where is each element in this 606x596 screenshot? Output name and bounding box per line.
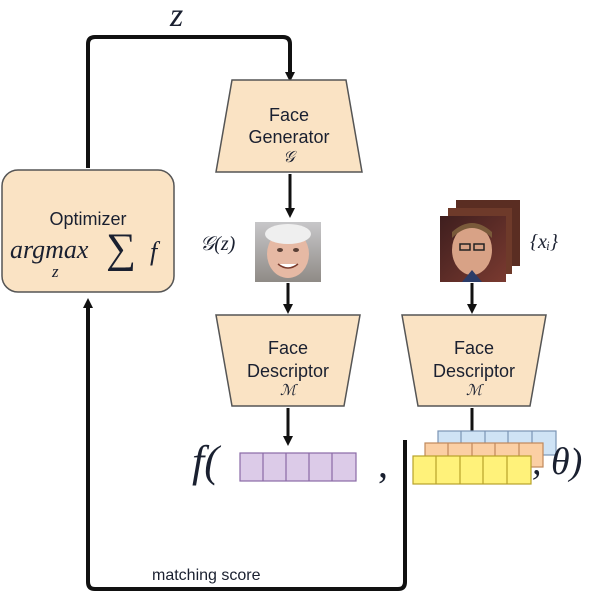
face-generator-box [215,79,363,173]
target-label: {xᵢ} [530,231,559,253]
generator-label-line2: Generator [248,127,330,147]
face-descriptor-right-box [401,314,547,407]
matching-score-label: matching score [152,567,261,584]
optimizer-formula-main: argmax [10,235,89,264]
face-descriptor-left-box [215,314,361,407]
generator-symbol: 𝒢 [283,149,295,166]
optimizer-formula-sub: z [52,262,59,281]
optimizer-formula-sum: ∑ [106,226,136,272]
generated-feature-vector [239,452,357,482]
expression-theta-close: , θ) [532,441,583,483]
descriptor-right-label-line1: Face [453,338,495,358]
generated-face-image [255,222,321,282]
optimizer-box [1,169,175,293]
optimizer-title: Optimizer [49,209,127,229]
generator-label-line1: Face [268,105,310,125]
target-face-images [440,200,520,282]
latent-arrow [86,35,295,168]
expression-comma: , [378,441,388,486]
descriptor-right-symbol: ℳ [465,383,483,399]
generated-label: 𝒢(z) [200,233,236,255]
descriptor-left-label-line2: Descriptor [246,361,330,381]
matching-score-arrow [83,298,407,591]
descriptor-left-symbol: ℳ [279,383,297,399]
target-feature-vectors [412,430,557,485]
descriptor-right-label-line2: Descriptor [432,361,516,381]
target-vector-yellow [412,455,532,485]
latent-label: z [170,0,184,34]
optimizer-formula-f: f [150,237,158,266]
descriptor-left-label-line1: Face [267,338,309,358]
expression-f-open: f( [192,437,219,486]
